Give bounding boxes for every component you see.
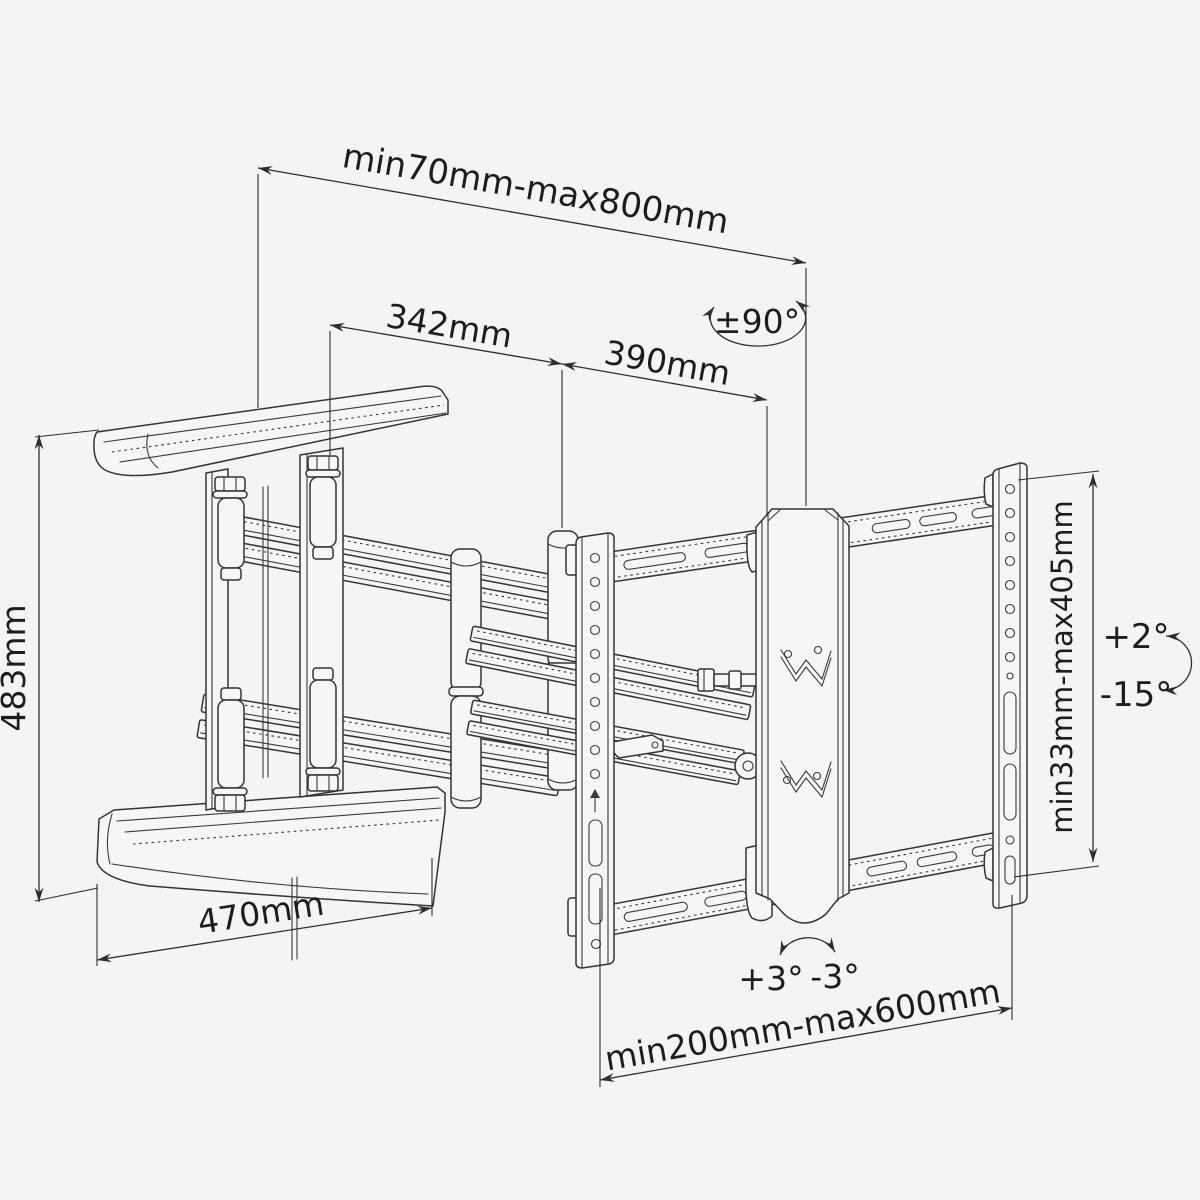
tilt-arrow-icon bbox=[1162, 632, 1193, 696]
label-level-ccw: -3° bbox=[810, 957, 859, 996]
label-vesa-vertical: min33mm-max405mm bbox=[1045, 500, 1079, 834]
swivel-arrow-icon bbox=[702, 300, 810, 347]
label-extension-depth: min70mm-max800mm bbox=[339, 136, 731, 242]
dimension-vesa-vertical bbox=[1013, 470, 1100, 878]
level-arrow-icon bbox=[779, 937, 836, 956]
elbow-pivot-left bbox=[448, 548, 484, 809]
upper-arm-bars bbox=[219, 513, 573, 623]
pivot-joint bbox=[734, 752, 762, 780]
label-left-height: 483mm bbox=[0, 604, 33, 731]
label-arm-390: 390mm bbox=[601, 333, 733, 394]
arm-cover-bottom bbox=[96, 786, 446, 907]
vesa-rail-left bbox=[565, 532, 615, 969]
hinge-column-rear bbox=[299, 447, 344, 798]
adjuster-bolt bbox=[697, 668, 759, 692]
label-cover-length: 470mm bbox=[195, 884, 327, 942]
arm-cover-top bbox=[93, 385, 449, 477]
lower-chevron-cutout bbox=[780, 760, 832, 799]
label-arm-342: 342mm bbox=[383, 296, 515, 356]
dimension-cover-length bbox=[96, 858, 433, 966]
label-level-cw: +3° bbox=[738, 959, 803, 998]
hinge-column-front bbox=[205, 468, 248, 812]
label-tilt-down: -15° bbox=[1100, 675, 1173, 715]
upper-chevron-cutout bbox=[780, 645, 832, 688]
dimension-left-height bbox=[34, 429, 100, 902]
guide-rod bbox=[262, 485, 269, 779]
wall-plate-column bbox=[697, 508, 850, 924]
dimension-arm-390 bbox=[561, 362, 768, 516]
dimension-vesa-horizontal bbox=[599, 888, 1013, 1087]
up-arrow-mark-icon bbox=[590, 789, 600, 798]
vesa-rail-right bbox=[983, 462, 1028, 909]
label-tilt-up: +2° bbox=[1102, 617, 1169, 657]
label-swivel-angle: ±90° bbox=[714, 302, 800, 341]
